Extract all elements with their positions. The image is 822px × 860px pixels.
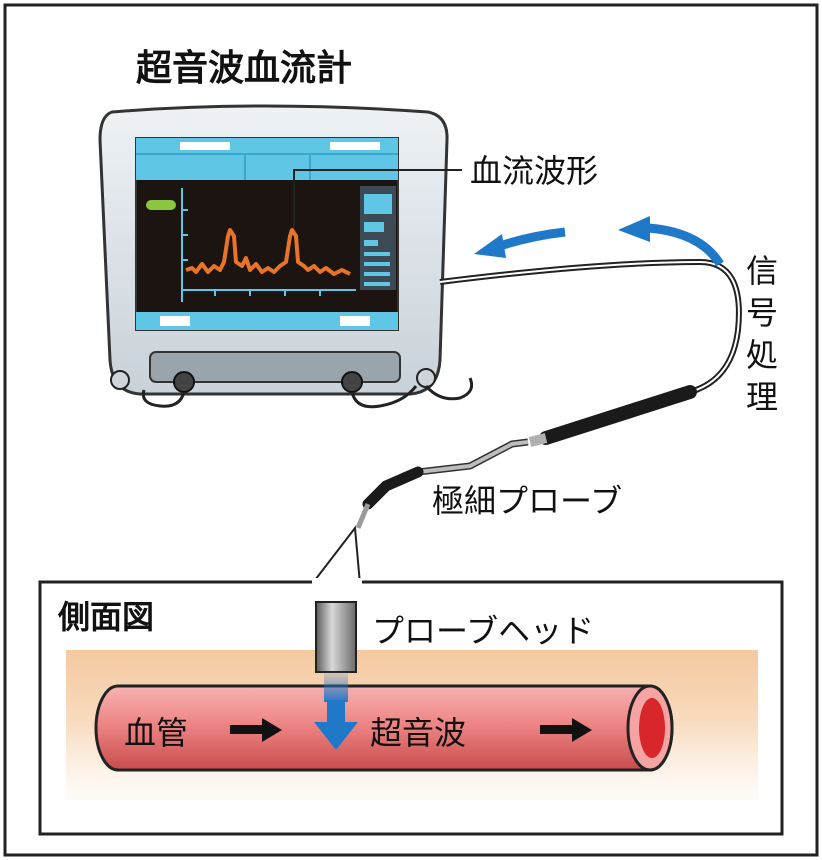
status-indicator: [146, 200, 176, 210]
signal-processing-char: 号: [746, 294, 778, 332]
waveform-callout-line: [293, 169, 462, 228]
screen-header-tab: [330, 142, 380, 150]
blood-flow-arrow-icon: [230, 718, 282, 742]
blood-vessel-label: 血管: [124, 714, 188, 752]
connector-port: [173, 371, 195, 393]
monitor-control-strip: [149, 351, 401, 383]
side-view-panel: 側面図 プローブヘッド 血管 超音波: [38, 578, 784, 836]
probe-head: [315, 601, 357, 673]
ultrasound-label: 超音波: [370, 714, 466, 752]
blood-vessel: [94, 684, 674, 772]
probe: [355, 385, 697, 529]
flow-arrow-icon: [474, 227, 566, 258]
diagram-title: 超音波血流計: [136, 48, 352, 89]
connector-port: [341, 371, 363, 393]
signal-processing-char: 理: [746, 378, 778, 416]
ultrasound-beam-arrow-icon: [314, 700, 358, 750]
side-view-callout: [311, 525, 361, 585]
waveform-label: 血流波形: [470, 152, 598, 190]
probe-head-label: プローブヘッド: [372, 612, 594, 650]
ultrasound-beam: [324, 672, 348, 702]
screen-header-tab: [180, 142, 230, 150]
signal-processing-label: 信 号 処 理: [746, 252, 778, 416]
signal-processing-char: 信: [746, 252, 778, 290]
blood-flow-arrow-icon: [540, 718, 592, 742]
probe-handle: [539, 385, 697, 445]
connector-knob: [416, 368, 436, 388]
signal-processing-char: 処: [746, 336, 778, 374]
screen-footer: [136, 312, 398, 330]
probe-label: 極細プローブ: [432, 482, 622, 520]
connector-knob: [110, 370, 130, 390]
side-view-title: 側面図: [57, 598, 154, 636]
monitor: [98, 104, 474, 409]
flow-arrow-icon: [618, 216, 724, 267]
blood-flow-waveform: [185, 228, 351, 276]
